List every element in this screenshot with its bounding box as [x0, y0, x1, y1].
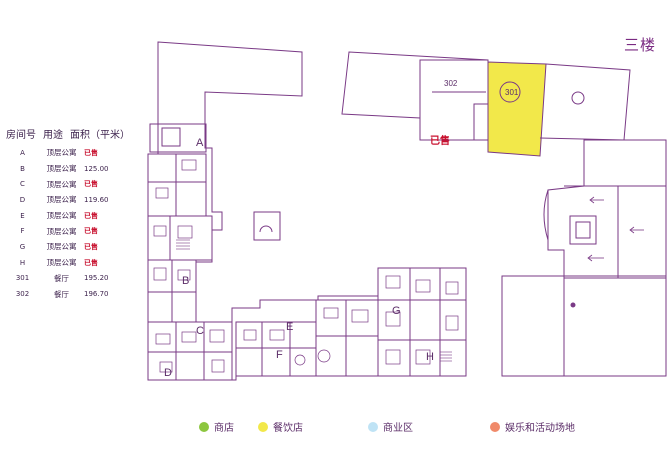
- legend-item-entertainment: 娱乐和活动场地: [490, 419, 575, 434]
- legend-label: 餐饮店: [273, 423, 303, 434]
- header-area: 面积（平米）: [70, 130, 130, 141]
- building-outline-east: [547, 139, 667, 279]
- legend-item-restaurant: 餐饮店: [258, 419, 303, 434]
- building-outline-north: [341, 51, 489, 141]
- room-a-outline: [149, 123, 207, 153]
- table-row: F 顶层公寓已售: [6, 223, 137, 239]
- room-use: 顶层公寓: [46, 195, 77, 205]
- label-room-a: A: [196, 137, 204, 149]
- room-number: B: [20, 164, 25, 173]
- room-302-sold-label: 已售: [430, 136, 450, 147]
- room-number: F: [20, 227, 25, 236]
- legend-dot-icon: [199, 421, 209, 432]
- label-room-c: C: [196, 325, 204, 337]
- room-area: 125.00: [84, 164, 109, 173]
- room-use: 顶层公寓: [46, 211, 77, 221]
- table-row: B 顶层公寓 125.00: [6, 161, 137, 177]
- table-row: D 顶层公寓 119.60: [6, 192, 137, 208]
- legend-item-commercial: 商业区: [368, 419, 413, 434]
- room-use: 餐厅: [54, 273, 69, 283]
- room-area: 196.70: [84, 290, 109, 299]
- label-room-b: B: [182, 275, 189, 287]
- table-row: A 顶层公寓已售: [6, 145, 137, 161]
- table-row: H 顶层公寓已售: [6, 255, 137, 271]
- room-area: 已售: [84, 227, 98, 236]
- legend: 商店 餐饮店 商业区 娱乐和活动场地: [0, 419, 670, 439]
- building-outline-west: [147, 41, 467, 381]
- west-wing-grid: [147, 153, 207, 217]
- room-use: 顶层公寓: [46, 226, 77, 236]
- table-row: 301 餐厅 195.20: [6, 271, 137, 287]
- room-number: G: [19, 242, 26, 251]
- table-row: E 顶层公寓已售: [6, 208, 137, 224]
- room-number: C: [20, 180, 25, 189]
- room-number: A: [20, 148, 25, 157]
- room-area: 119.60: [84, 195, 109, 204]
- room-302-outline: [419, 59, 489, 141]
- legend-label: 商店: [214, 423, 234, 434]
- legend-label: 商业区: [383, 423, 413, 434]
- room-use: 顶层公寓: [46, 242, 77, 252]
- room-area: 已售: [84, 211, 98, 220]
- room-use: 顶层公寓: [46, 258, 77, 268]
- room-301-restaurant: [487, 61, 547, 157]
- room-number: D: [19, 195, 26, 204]
- label-room-d: D: [164, 367, 172, 379]
- room-area: 已售: [84, 242, 98, 251]
- label-room-f: F: [276, 349, 283, 361]
- room-use: 顶层公寓: [46, 164, 77, 174]
- room-area: 195.20: [84, 274, 109, 283]
- room-use: 顶层公寓: [46, 148, 77, 158]
- legend-dot-icon: [368, 421, 378, 432]
- label-room-h: H: [426, 351, 434, 363]
- room-use: 顶层公寓: [46, 179, 77, 189]
- legend-item-shop: 商店: [199, 419, 234, 434]
- building-outline-southeast: [501, 275, 667, 377]
- table-header: 房间号 用途 面积（平米）: [6, 126, 137, 141]
- table-row: C 顶层公寓已售: [6, 176, 137, 192]
- label-room-302: 302: [444, 79, 458, 88]
- room-area: 已售: [84, 258, 98, 267]
- floor-title: 三楼: [624, 36, 657, 54]
- room-number: E: [20, 211, 25, 220]
- legend-dot-icon: [258, 421, 268, 432]
- legend-label: 娱乐和活动场地: [505, 423, 575, 434]
- table-row: G 顶层公寓已售: [6, 239, 137, 255]
- table-row: 302 餐厅 196.70: [6, 286, 137, 302]
- label-room-e: E: [286, 321, 293, 333]
- header-room: 房间号: [6, 130, 36, 141]
- legend-dot-icon: [490, 421, 500, 432]
- header-use: 用途: [43, 130, 63, 141]
- room-area: 已售: [84, 148, 98, 157]
- small-courtyard-block: [253, 211, 281, 241]
- room-use: 餐厅: [54, 289, 69, 299]
- label-room-301: 301: [505, 88, 519, 97]
- room-number: H: [19, 258, 26, 267]
- label-room-g: G: [392, 305, 401, 317]
- room-number: 301: [15, 274, 30, 283]
- room-number: 302: [15, 290, 30, 299]
- room-area: 已售: [84, 180, 98, 189]
